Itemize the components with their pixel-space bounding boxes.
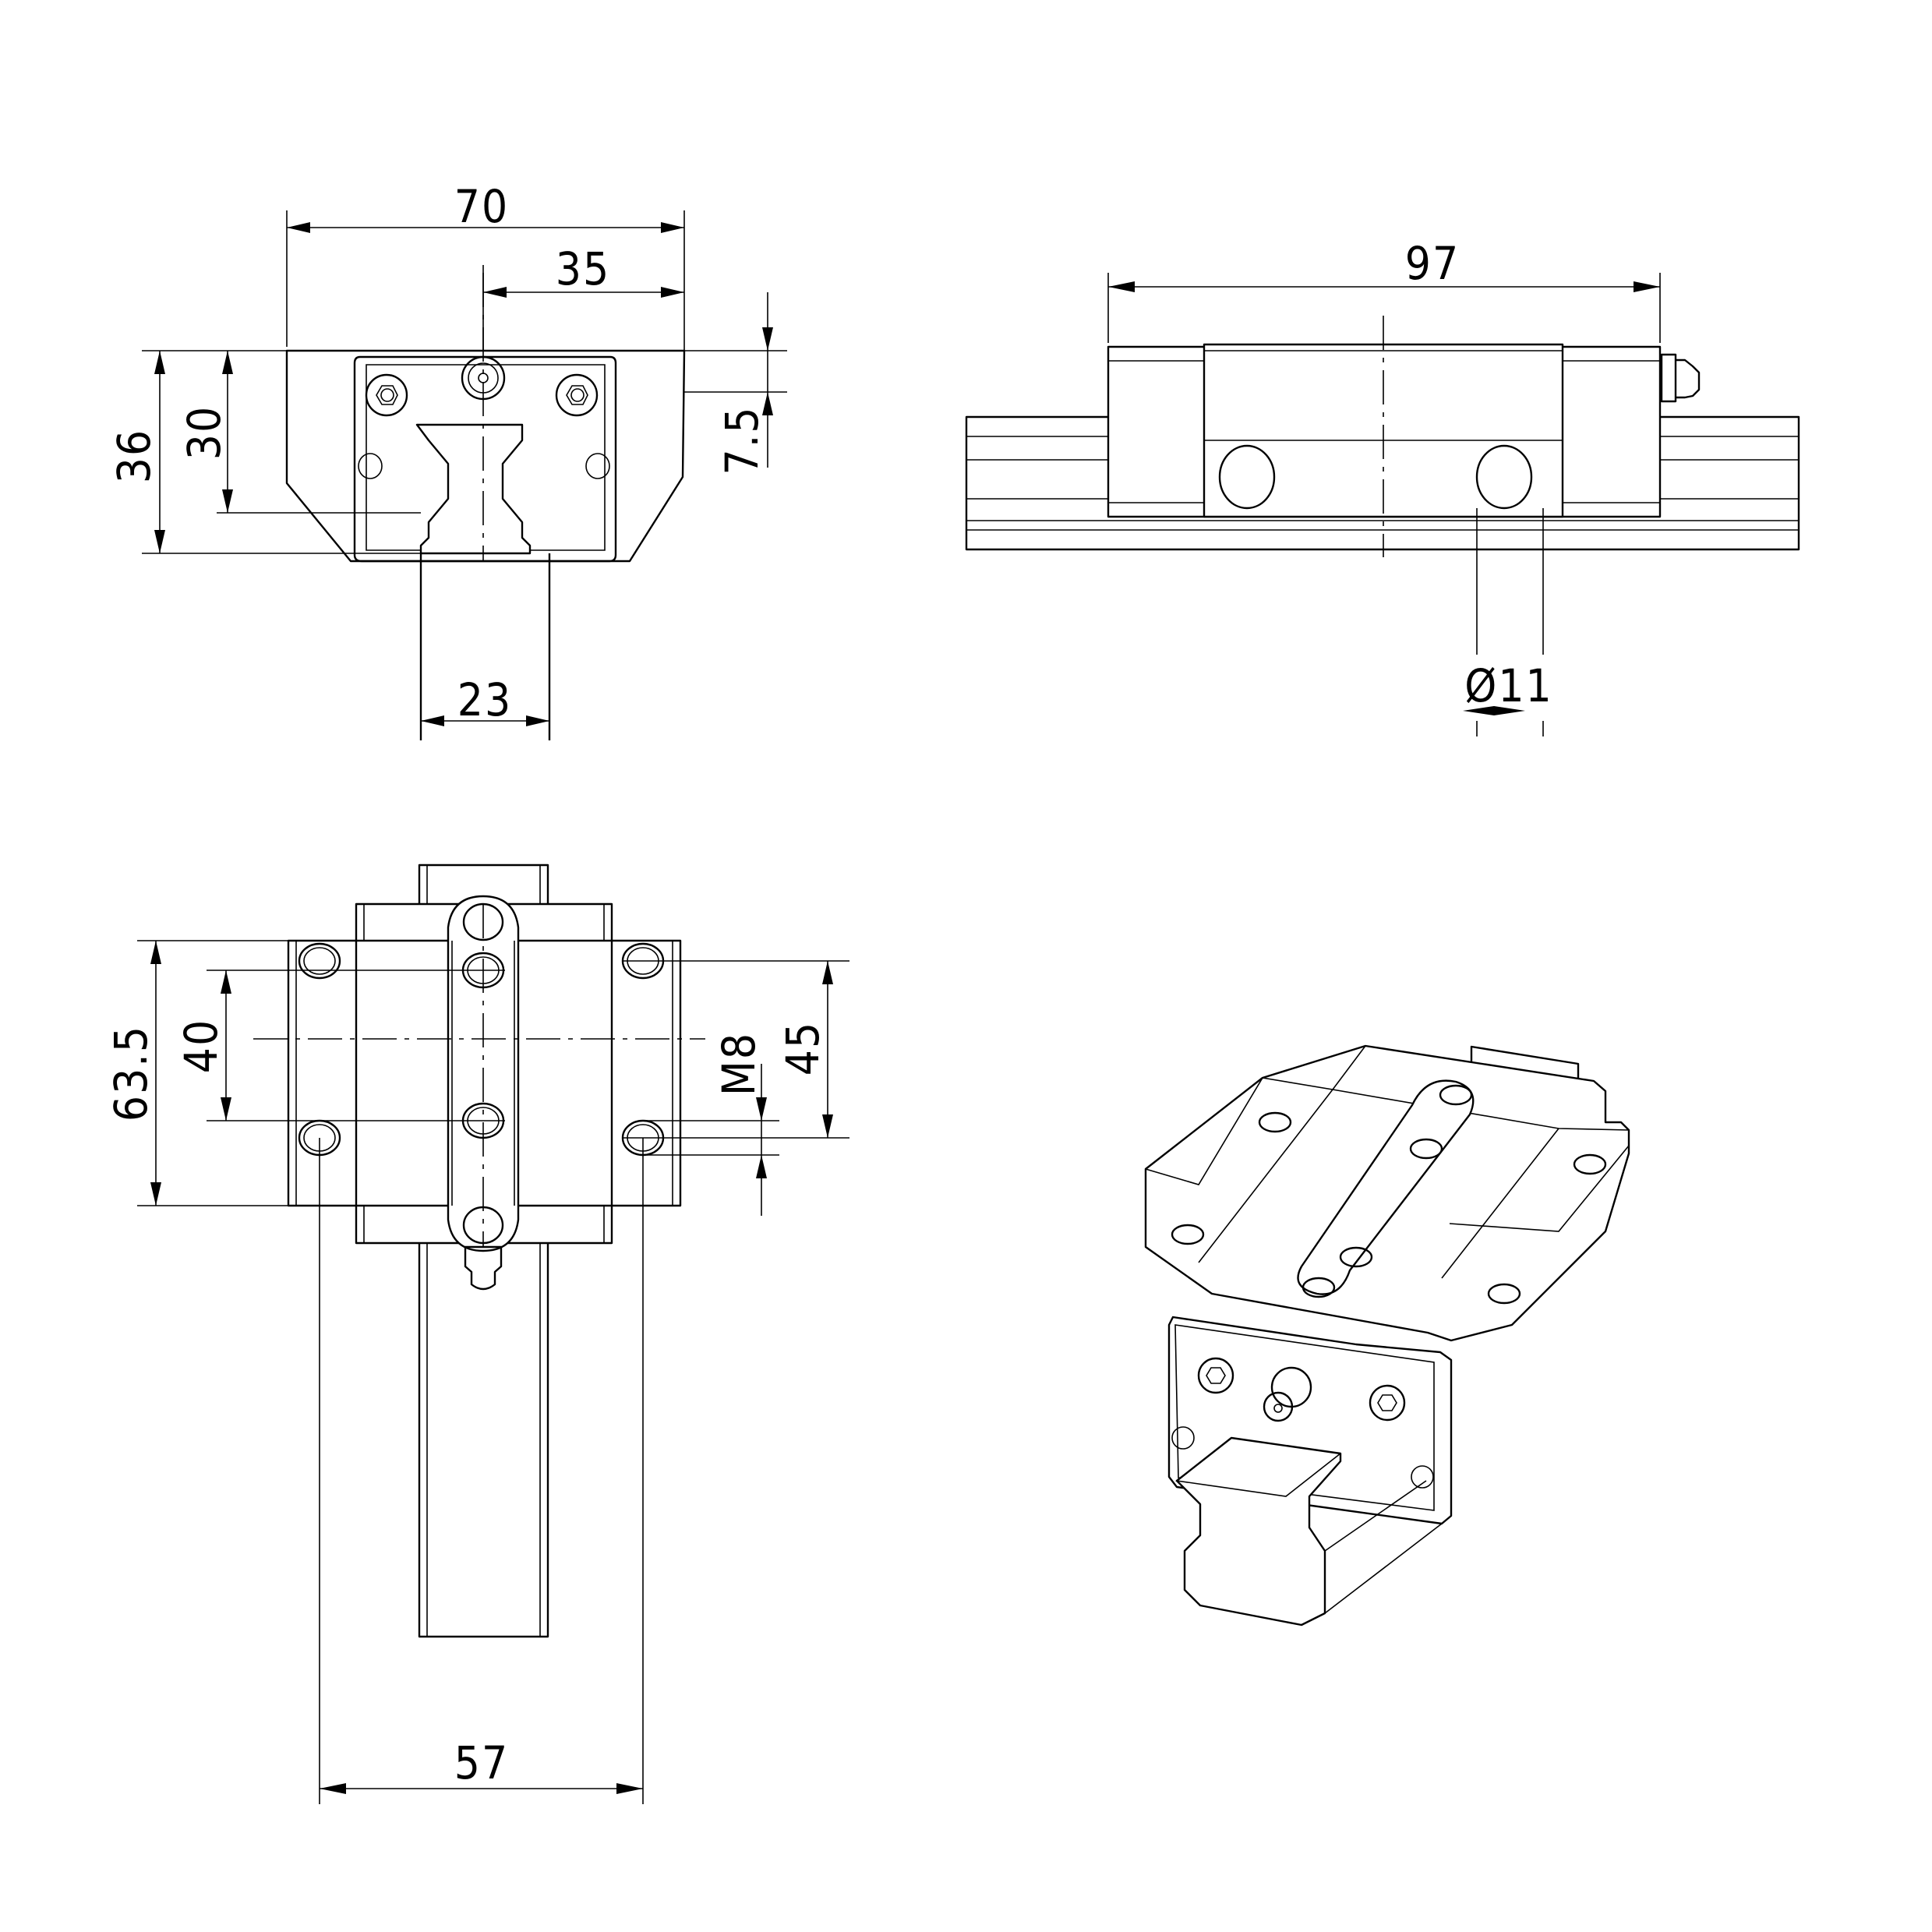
dim-hole-spacing-width: 57 [454,1736,509,1789]
dim-outer-hole-pitch: 45 [776,1021,829,1075]
dim-block-height: 30 [178,405,231,460]
side-view: 97 Ø11 [965,237,1800,736]
dim-overall-height: 36 [108,429,161,483]
top-view: 63.5 40 45 M8 57 [104,864,849,1804]
dim-block-length: 97 [1405,237,1460,290]
rail-profile [415,423,532,555]
rail-top [418,864,549,1638]
dim-overall-width: 70 [454,180,509,233]
front-view: 70 35 36 30 7.5 [108,180,787,740]
dim-half-width: 35 [556,242,610,295]
end-plate [353,355,617,563]
dim-inner-hole-pitch: 40 [175,1019,228,1073]
dim-hole-diameter: Ø11 [1464,659,1552,712]
side-hole-left [1218,444,1276,510]
isometric-view [1144,1044,1630,1626]
side-hole-right [1475,444,1533,510]
dim-rail-width: 23 [457,673,512,726]
dim-mount-length: 63.5 [104,1025,157,1121]
carriage-body [285,349,686,563]
dim-thread: M8 [712,1032,765,1096]
dim-top-offset: 7.5 [715,406,768,475]
iso-rail [1175,1436,1342,1626]
